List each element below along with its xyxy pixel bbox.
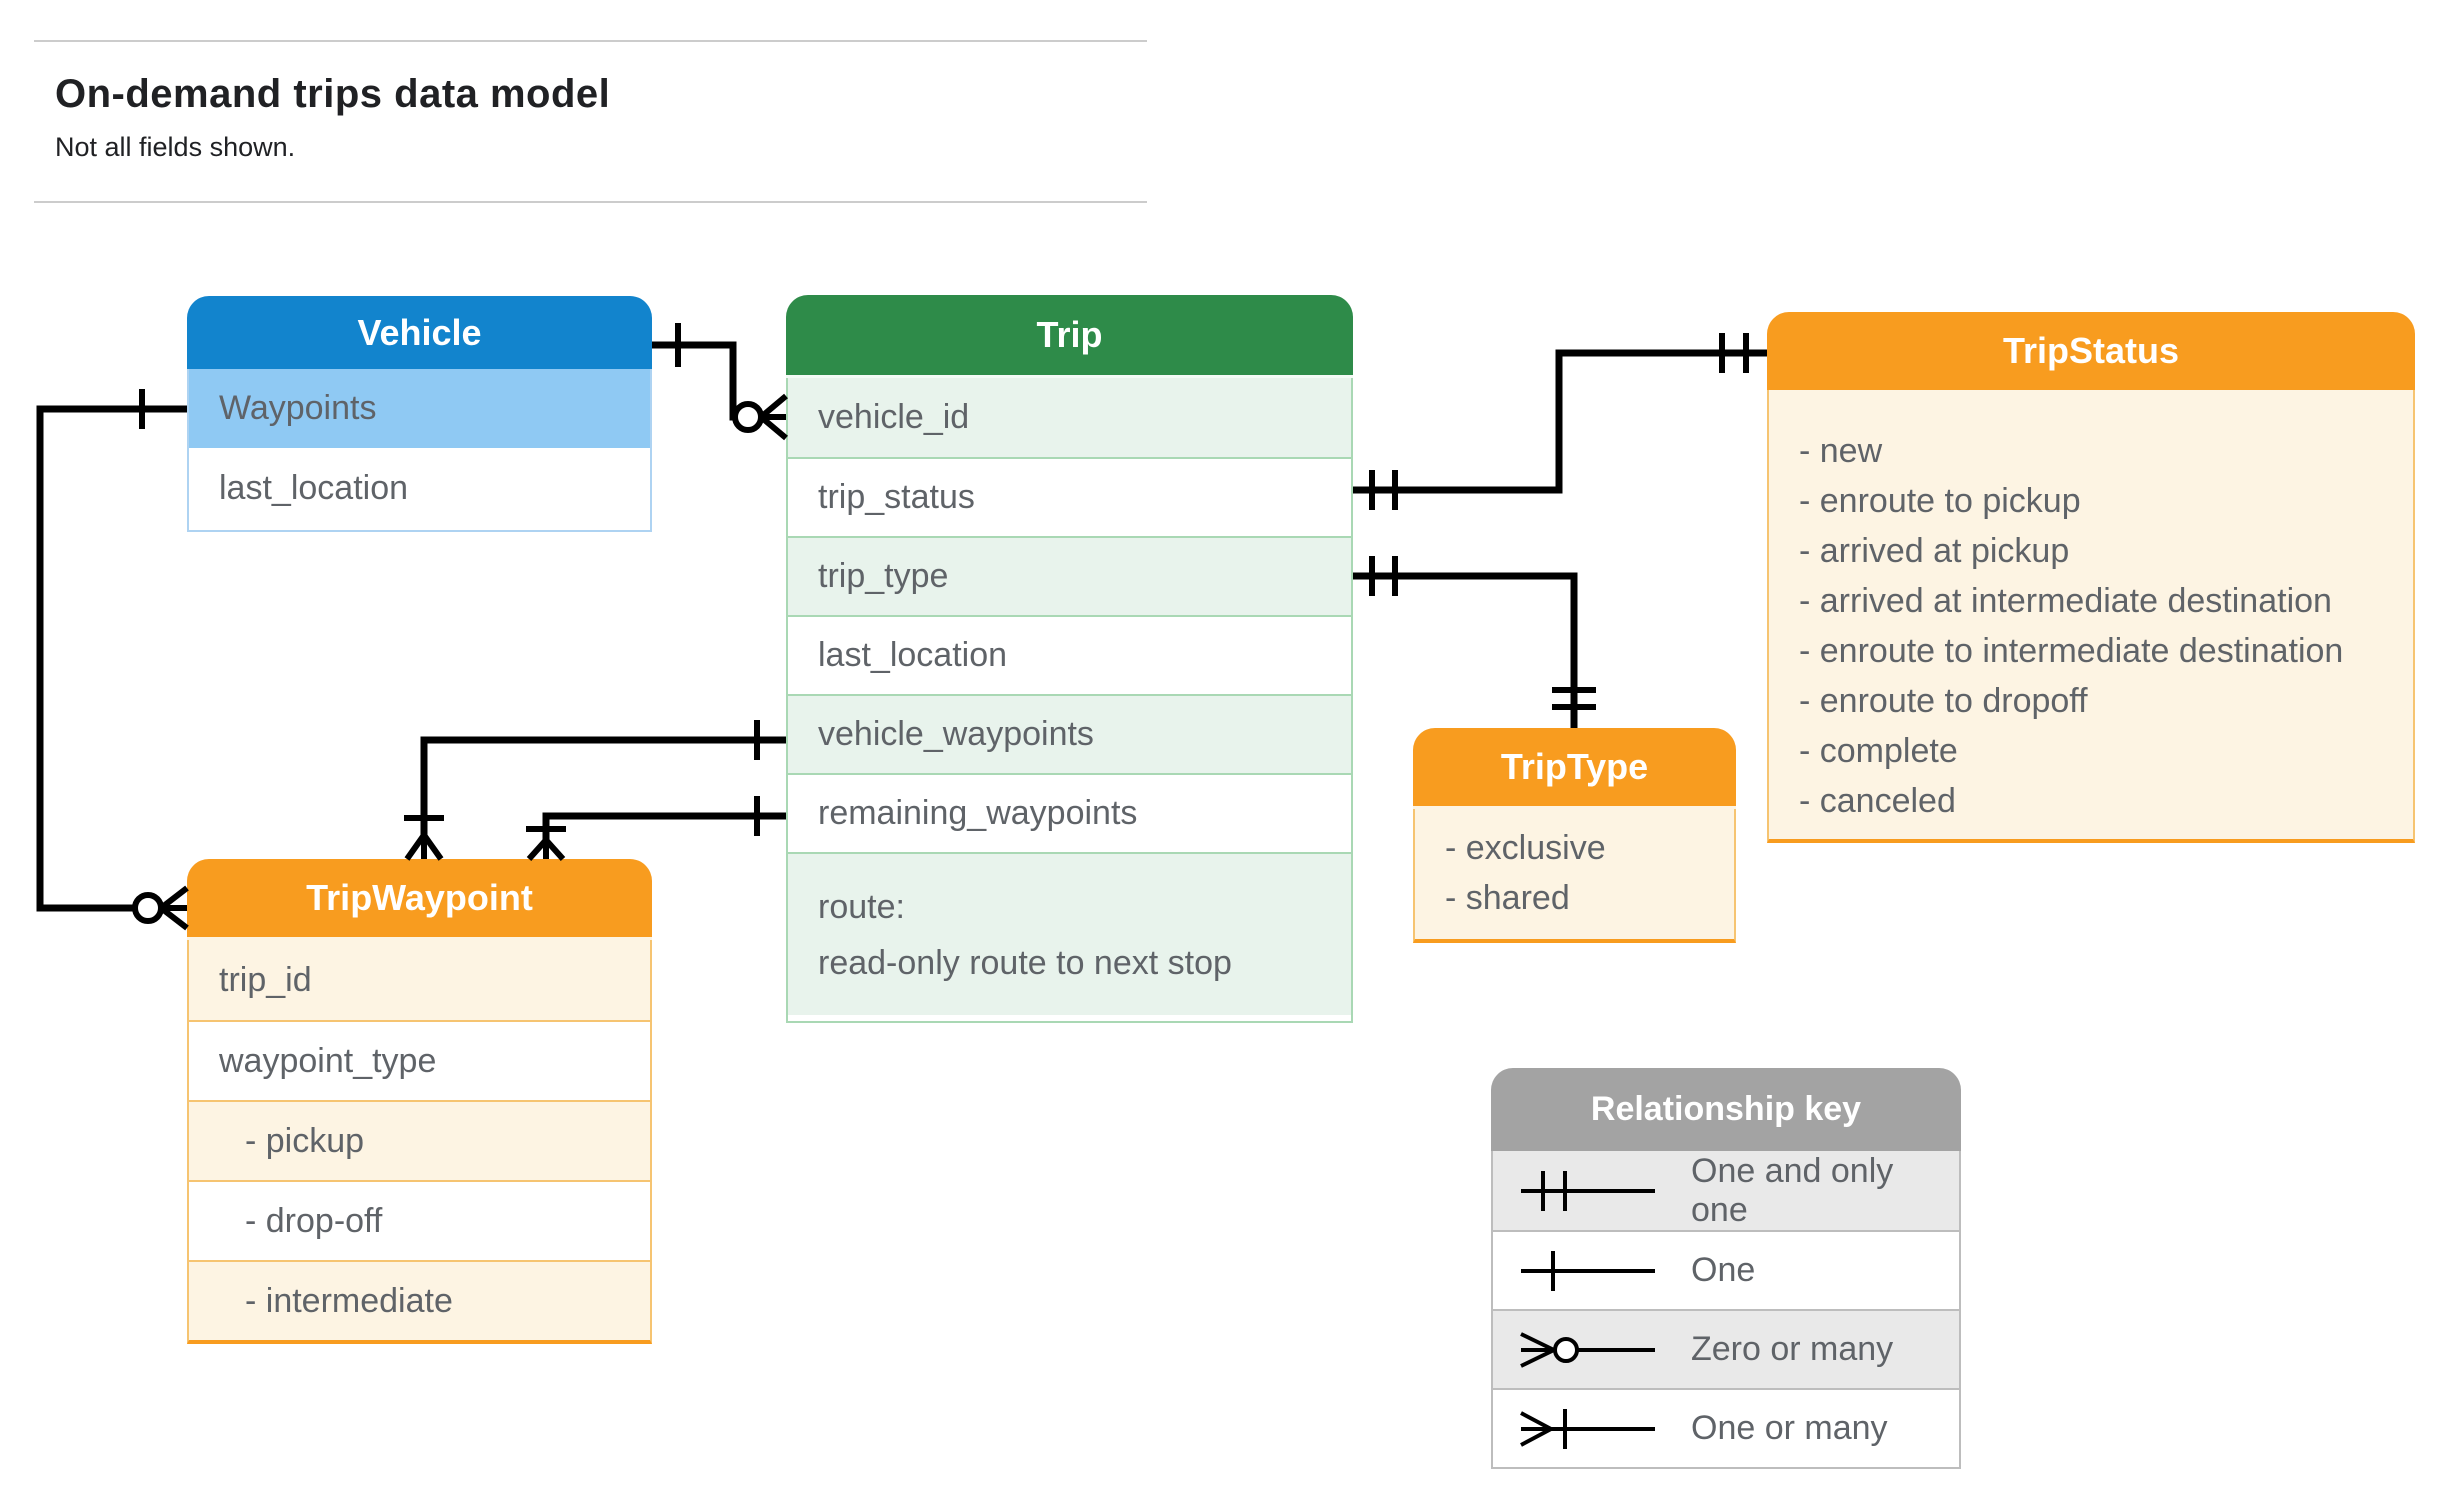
page-title: On-demand trips data model — [55, 72, 611, 116]
entity-tripstatus: TripStatus - new - enroute to pickup - a… — [1767, 312, 2415, 843]
field-trip-type: trip_type — [788, 536, 1351, 615]
status-enroute-to-pickup: - enroute to pickup — [1799, 482, 2081, 520]
connector-vehicle-trip — [652, 323, 788, 441]
field-last-location: last_location — [189, 448, 650, 527]
waypoint-type-intermediate: - intermediate — [189, 1260, 650, 1340]
top-divider — [34, 40, 1147, 42]
one-or-many-icon — [1520, 1408, 1655, 1449]
status-complete: - complete — [1799, 732, 1958, 770]
legend-label: One and only one — [1691, 1151, 1894, 1229]
entity-vehicle-rows: Waypoints last_location — [187, 369, 652, 532]
status-enroute-to-dropoff: - enroute to dropoff — [1799, 682, 2088, 720]
status-enroute-to-intermediate-destination: - enroute to intermediate destination — [1799, 632, 2344, 670]
waypoint-type-drop-off: - drop-off — [189, 1180, 650, 1260]
route-label: route: — [818, 887, 905, 926]
connector-vehicle-waypoints-tripwaypoint — [404, 720, 786, 861]
legend-row-zero-or-many: Zero or many — [1493, 1309, 1959, 1388]
entity-trip-rows: vehicle_id trip_status trip_type last_lo… — [786, 378, 1353, 1023]
status-arrived-at-pickup: - arrived at pickup — [1799, 532, 2070, 570]
field-vehicle-id: vehicle_id — [788, 378, 1351, 457]
route-description: read-only route to next stop — [818, 943, 1232, 982]
connector-trip-tripstatus — [1353, 333, 1767, 510]
entity-tripstatus-header: TripStatus — [1767, 312, 2415, 390]
entity-tripwaypoint: TripWaypoint trip_id waypoint_type - pic… — [187, 859, 652, 1344]
entity-tripwaypoint-rows: trip_id waypoint_type - pickup - drop-of… — [187, 940, 652, 1344]
field-waypoint-type: waypoint_type — [189, 1020, 650, 1100]
relationship-key: Relationship key One and only one One — [1491, 1068, 1961, 1469]
one-icon — [1521, 1250, 1655, 1291]
entity-tripwaypoint-header: TripWaypoint — [187, 859, 652, 940]
field-trip-id: trip_id — [189, 940, 650, 1020]
legend-row-one-and-only-one: One and only one — [1493, 1151, 1959, 1230]
connector-trip-triptype — [1353, 556, 1596, 728]
entity-vehicle: Vehicle Waypoints last_location — [187, 296, 652, 532]
field-last-location: last_location — [788, 615, 1351, 694]
field-trip-status: trip_status — [788, 457, 1351, 536]
legend-row-one-or-many: One or many — [1493, 1388, 1959, 1467]
type-exclusive: - exclusive — [1445, 829, 1606, 867]
entity-trip-header: Trip — [786, 295, 1353, 378]
field-waypoints: Waypoints — [189, 369, 650, 448]
legend-label: Zero or many — [1691, 1330, 1894, 1368]
entity-vehicle-header: Vehicle — [187, 296, 652, 369]
status-new: - new — [1799, 432, 1883, 470]
relationship-key-header: Relationship key — [1491, 1068, 1961, 1151]
status-arrived-at-intermediate-destination: - arrived at intermediate destination — [1799, 582, 2332, 620]
entity-trip: Trip vehicle_id trip_status trip_type la… — [786, 295, 1353, 1023]
waypoint-type-pickup: - pickup — [189, 1100, 650, 1180]
legend-label: One or many — [1691, 1409, 1888, 1447]
status-canceled: - canceled — [1799, 782, 1956, 820]
field-remaining-waypoints: remaining_waypoints — [788, 773, 1351, 852]
connector-remaining-waypoints-tripwaypoint — [526, 796, 786, 862]
bottom-divider — [34, 201, 1147, 203]
legend-label: One — [1691, 1251, 1756, 1289]
legend-row-one: One — [1493, 1230, 1959, 1309]
page-subtitle: Not all fields shown. — [55, 132, 296, 162]
entity-triptype-values: - exclusive - shared — [1413, 809, 1736, 943]
connector-waypoints-tripwaypoint — [36, 389, 189, 931]
relationship-key-rows: One and only one One Zero or many — [1491, 1151, 1961, 1469]
field-vehicle-waypoints: vehicle_waypoints — [788, 694, 1351, 773]
type-shared: - shared — [1445, 879, 1570, 917]
one-and-only-one-icon — [1521, 1170, 1655, 1211]
entity-triptype: TripType - exclusive - shared — [1413, 728, 1736, 943]
entity-tripstatus-values: - new - enroute to pickup - arrived at p… — [1767, 390, 2415, 843]
entity-triptype-header: TripType — [1413, 728, 1736, 809]
field-route: route: read-only route to next stop — [788, 852, 1351, 1015]
zero-or-many-icon — [1520, 1331, 1655, 1368]
